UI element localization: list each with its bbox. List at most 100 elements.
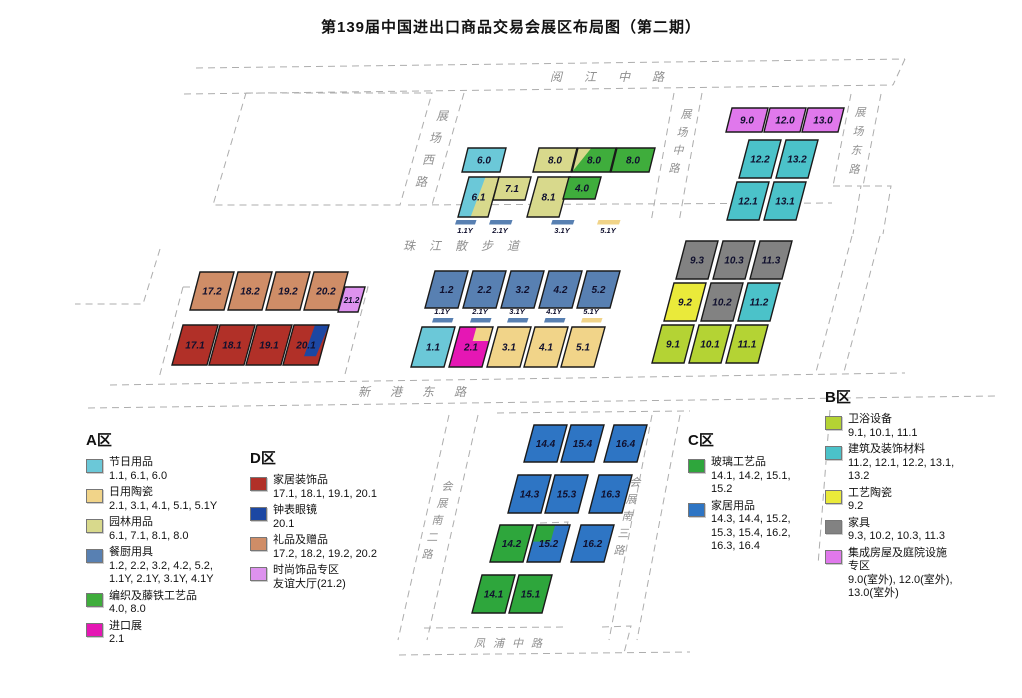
legend-item-name: 家居用品: [711, 499, 755, 512]
hall-fill: [539, 271, 582, 308]
hall-label: 6.1: [472, 193, 486, 204]
hall-fill: [425, 271, 468, 308]
hall-fill: [701, 283, 743, 321]
hall-border: [462, 270, 507, 309]
legend-item-name: 钟表眼镜: [273, 504, 317, 516]
color-swatch-prefab: [825, 549, 842, 564]
hall-fill: [472, 575, 515, 613]
hall-label: 8.0: [626, 156, 640, 167]
color-swatch-art_ceramics: [825, 489, 842, 504]
hall-border: [576, 270, 621, 309]
road-label-会展南二路: 会: [442, 480, 454, 493]
hall-border: [603, 424, 648, 463]
hall-18.1-30: 18.1: [208, 324, 256, 366]
road-label-会展南二路: 二: [427, 532, 439, 544]
legend-item-name: 进口展: [109, 619, 142, 632]
hall-border: [523, 326, 569, 368]
hall-border: [571, 147, 617, 173]
legend-item-name: 园林用品: [109, 516, 153, 528]
hall-fill: [727, 182, 769, 220]
hall-fill: [764, 108, 806, 132]
hall-6.1-4: 6.1: [457, 176, 500, 218]
legend-item-fashion: 时尚饰品专区友谊大厅(21.2): [250, 564, 418, 591]
road-line: [75, 248, 161, 305]
hall-label: 10.3: [724, 256, 744, 267]
road-line: [833, 185, 862, 235]
road-line: [862, 93, 882, 187]
hall-label: 16.4: [616, 439, 636, 450]
hall-label: 13.2: [787, 155, 807, 166]
hall-border: [471, 574, 516, 614]
hall-label: 8.1: [542, 193, 556, 204]
hall-fill: [739, 140, 781, 178]
hall-fill: [246, 325, 292, 365]
hall-fill: [524, 425, 567, 462]
ybar-1.1Y-4: 1.1Y: [432, 307, 454, 323]
hall-fill: [738, 283, 780, 321]
color-swatch-gifts: [250, 537, 267, 551]
road-line: [496, 410, 691, 414]
hall-label: 14.1: [484, 590, 504, 601]
hall-20.1-32: 20.1: [282, 324, 330, 366]
hall-fill: [487, 327, 531, 367]
hall-label: 12.2: [750, 155, 770, 166]
hall-15.4-44: 15.4: [560, 424, 605, 463]
hall-14.1-52: 14.1: [471, 574, 516, 614]
ybar-label: 2.1Y: [491, 226, 508, 235]
legend-item-name: 礼品及赠品: [273, 534, 328, 546]
legend-item-values: 4.0, 8.0: [109, 603, 146, 615]
hall-border: [688, 324, 732, 364]
legend-item-values: 9.3, 10.2, 10.3, 11.3: [848, 530, 946, 542]
hall-label: 17.1: [185, 341, 205, 352]
hall-border: [538, 270, 583, 309]
ybar-label: 2.1Y: [471, 307, 488, 316]
color-swatch-furniture: [825, 519, 842, 534]
ybar-2.1Y-5: 2.1Y: [470, 307, 492, 323]
hall-border: [489, 524, 534, 563]
hall-border: [532, 147, 578, 173]
hall-9.2-18: 9.2: [663, 282, 707, 322]
hall-label: 2.1: [463, 343, 478, 354]
ybar-fill: [551, 220, 575, 225]
hall-label: 8.0: [548, 156, 562, 167]
road-label-凤浦中路: 凤浦中路: [474, 637, 550, 650]
hall-fill: [652, 325, 694, 363]
hall-label: 10.2: [712, 298, 732, 309]
hall-4.0-7: 4.0: [562, 176, 602, 200]
legend-A-title: A区: [86, 432, 112, 449]
ybar-label: 3.1Y: [509, 307, 525, 316]
hall-7.1-5: 7.1: [492, 176, 532, 201]
hall-fill: [561, 425, 604, 462]
hall-border: [508, 574, 553, 614]
hall-secondary-fill: [304, 325, 329, 357]
hall-label: 4.1: [538, 343, 553, 354]
hall-fill: [776, 140, 818, 178]
hall-5.1-42: 5.1: [560, 326, 606, 368]
road-line: [636, 414, 681, 641]
hall-label: 9.3: [690, 256, 704, 267]
legend-item-values: 2.1: [109, 633, 125, 645]
hall-8.0-3: 8.0: [610, 147, 656, 173]
ybar-fill: [455, 220, 477, 225]
legend-item-values: 14.1, 14.2, 15.1,: [711, 469, 791, 482]
hall-19.1-31: 19.1: [245, 324, 293, 366]
road-line: [426, 414, 479, 641]
hall-label: 18.1: [222, 341, 242, 352]
hall-label: 3.2: [516, 285, 530, 296]
legend-item-name: 集成房屋及庭院设施专区: [848, 546, 947, 573]
road-line: [87, 395, 997, 409]
hall-1.2-33: 1.2: [424, 270, 469, 309]
hall-fill: [726, 325, 768, 363]
hall-label: 4.0: [574, 184, 589, 195]
hall-fill: [190, 272, 234, 310]
hall-secondary-fill: [472, 327, 493, 341]
legend-item-values: 9.2: [848, 500, 864, 512]
